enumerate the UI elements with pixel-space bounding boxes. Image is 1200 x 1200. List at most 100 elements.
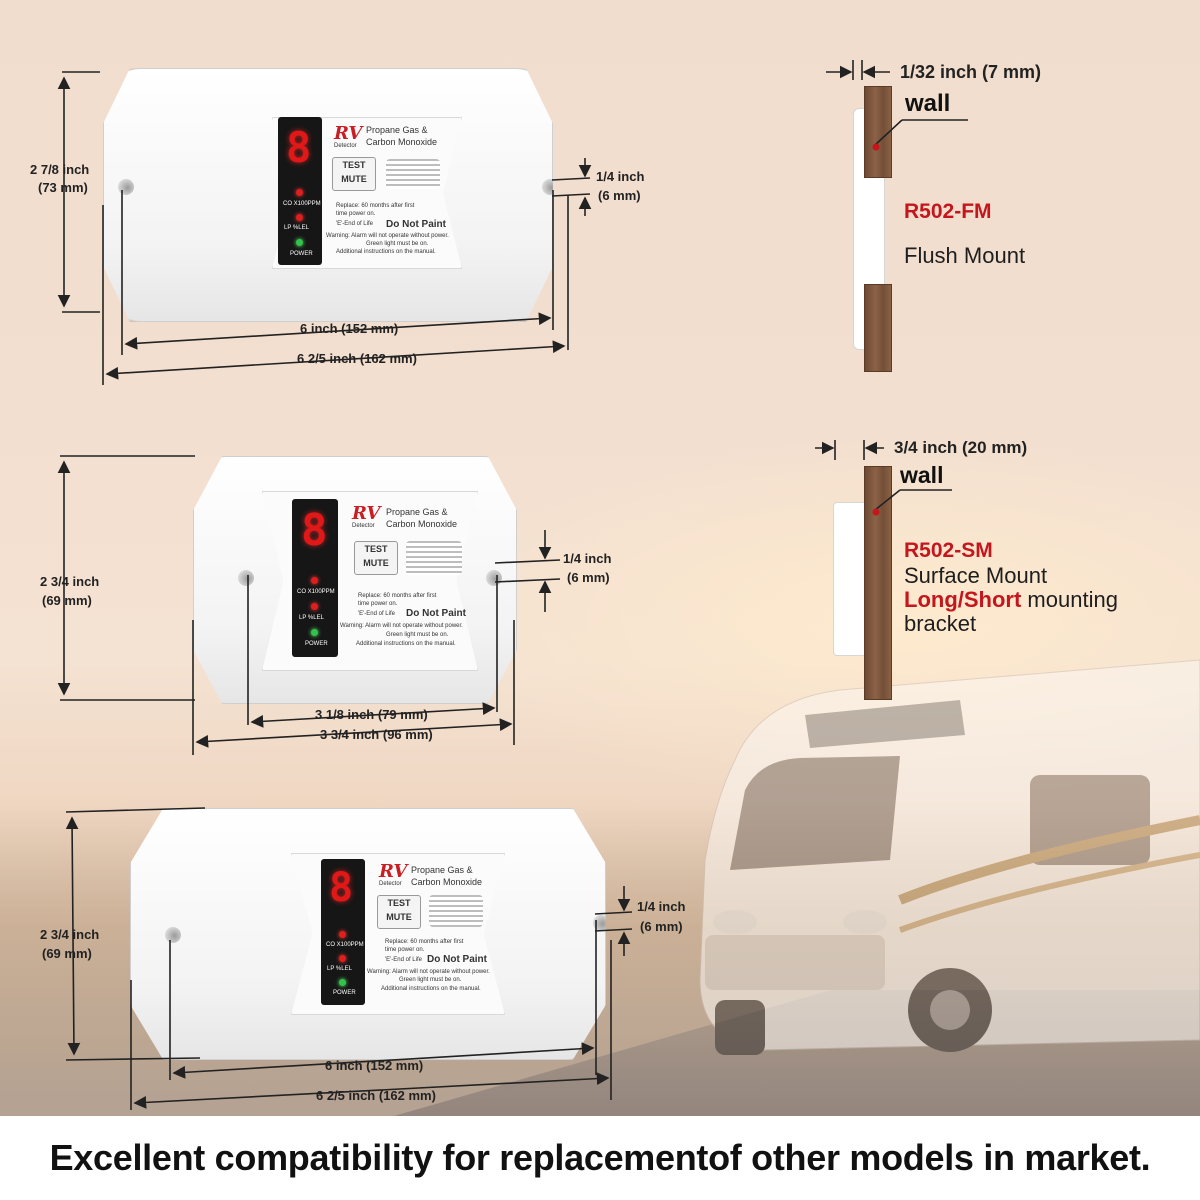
brand-logo: RV — [334, 123, 363, 144]
product-name-2: Carbon Monoxide — [411, 877, 483, 887]
replace-text-2: time power on. — [336, 211, 376, 217]
lp-label: LP %LEL — [299, 615, 324, 621]
lp-label: LP %LEL — [327, 966, 352, 972]
flush-model-label: R502-FM — [904, 200, 992, 223]
co-led — [296, 189, 303, 196]
additional-text: Additional instructions on the manual. — [336, 249, 436, 255]
seven-segment-digit: 8 — [286, 123, 312, 172]
display-panel: 8 CO X100PPM LP %LEL POWER — [321, 859, 365, 1005]
mounting-hole-left — [238, 570, 254, 586]
flush-depth-label: 1/32 inch (7 mm) — [900, 62, 1042, 82]
replace-text: Replace: 60 months after first — [385, 939, 464, 945]
power-led — [311, 629, 318, 636]
top-height-label: 2 7/8 inch — [30, 162, 90, 177]
mute-label: MUTE — [386, 912, 412, 922]
surface-wall — [864, 466, 892, 700]
bracket-rest: mounting — [1021, 587, 1118, 612]
top-hole-offset-mm-label: (6 mm) — [598, 188, 641, 203]
product-name: Propane Gas & — [386, 507, 448, 517]
test-label: TEST — [364, 544, 388, 554]
test-mute-button[interactable]: TEST MUTE — [354, 541, 398, 575]
power-label: POWER — [305, 641, 328, 647]
warning-text-2: Green light must be on. — [386, 632, 449, 638]
replace-text: Replace: 60 months after first — [358, 593, 437, 599]
eol-text: 'E'-End of Life — [385, 957, 422, 963]
lp-led — [339, 955, 346, 962]
replace-text: Replace: 60 months after first — [336, 203, 415, 209]
warning-text-2: Green light must be on. — [366, 241, 429, 247]
surface-mount-detector-side — [833, 502, 867, 656]
test-label: TEST — [387, 898, 411, 908]
co-label: CO X100PPM — [326, 942, 364, 948]
power-led — [296, 239, 303, 246]
speaker-grille — [406, 541, 462, 575]
surface-model-label: R502-SM — [904, 539, 993, 562]
seven-segment-digit: 8 — [329, 865, 354, 911]
display-panel: 8 CO X100PPM LP %LEL POWER — [278, 117, 322, 265]
brand-logo: RV — [379, 861, 408, 882]
mounting-hole-left — [165, 927, 181, 943]
eol-text: 'E'-End of Life — [358, 611, 395, 617]
middle-hole-offset-mm-label: (6 mm) — [567, 570, 610, 585]
additional-text: Additional instructions on the manual. — [381, 986, 481, 992]
do-not-paint-text: Do Not Paint — [427, 954, 487, 965]
bottom-hole-offset-label: 1/4 inch — [637, 899, 686, 914]
power-led — [339, 979, 346, 986]
surface-bracket-end: bracket — [904, 611, 977, 636]
surface-depth-label: 3/4 inch (20 mm) — [894, 438, 1028, 457]
top-hole-offset-label: 1/4 inch — [596, 169, 645, 184]
co-label: CO X100PPM — [297, 589, 335, 595]
top-height-mm-label: (73 mm) — [38, 180, 88, 195]
bottom-hole-offset-mm-label: (6 mm) — [640, 919, 683, 934]
mute-label: MUTE — [363, 558, 389, 568]
product-name: Propane Gas & — [411, 865, 473, 875]
bottom-height-mm-label: (69 mm) — [42, 946, 92, 961]
surface-wall-label: wall — [900, 462, 944, 488]
brand-subtitle: Detector — [352, 523, 375, 529]
warning-text: Warning: Alarm will not operate without … — [367, 969, 490, 975]
replace-text-2: time power on. — [385, 947, 425, 953]
warning-text: Warning: Alarm will not operate without … — [340, 623, 463, 629]
additional-text: Additional instructions on the manual. — [356, 641, 456, 647]
surface-bracket-line: Long/Short mounting — [904, 587, 1118, 613]
footer-band — [0, 1116, 1200, 1200]
bottom-hole-span-label: 6 inch (152 mm) — [325, 1058, 424, 1073]
middle-hole-span-label: 3 1/8 inch (79 mm) — [315, 707, 428, 722]
power-label: POWER — [333, 990, 356, 996]
product-name-2: Carbon Monoxide — [386, 519, 458, 529]
bracket-highlight: Long/Short — [904, 587, 1022, 612]
do-not-paint-text: Do Not Paint — [406, 608, 466, 619]
speaker-grille — [429, 895, 483, 927]
middle-height-label: 2 3/4 inch — [40, 574, 100, 589]
brand-subtitle: Detector — [379, 881, 402, 887]
test-mute-button[interactable]: TEST MUTE — [377, 895, 421, 929]
footer-headline: Excellent compatibility for replacemento… — [49, 1137, 1151, 1178]
replace-text-2: time power on. — [358, 601, 398, 607]
eol-text: 'E'-End of Life — [336, 221, 373, 227]
mounting-hole-right — [542, 179, 553, 195]
lp-led — [311, 603, 318, 610]
surface-type-label: Surface Mount — [904, 563, 1048, 588]
middle-width-label: 3 3/4 inch (96 mm) — [320, 727, 433, 742]
flush-wall-lower — [864, 284, 892, 372]
top-detector-device: 8 CO X100PPM LP %LEL POWER RV Detector P… — [103, 68, 553, 322]
test-mute-button[interactable]: TEST MUTE — [332, 157, 376, 191]
flush-type-label: Flush Mount — [904, 243, 1026, 268]
product-name-2: Carbon Monoxide — [366, 137, 438, 147]
brand-subtitle: Detector — [334, 143, 357, 149]
warning-text-2: Green light must be on. — [399, 977, 462, 983]
product-name: Propane Gas & — [366, 125, 428, 135]
test-label: TEST — [342, 160, 366, 170]
seven-segment-digit: 8 — [301, 505, 328, 556]
middle-height-mm-label: (69 mm) — [42, 593, 92, 608]
middle-detector-device: 8 CO X100PPM LP %LEL POWER RV Detector P… — [193, 456, 517, 704]
middle-hole-offset-label: 1/4 inch — [563, 551, 612, 566]
flush-wall-label: wall — [905, 90, 951, 117]
power-label: POWER — [290, 251, 313, 257]
lp-label: LP %LEL — [284, 225, 309, 231]
brand-logo: RV — [352, 503, 381, 524]
top-hole-span-label: 6 inch (152 mm) — [300, 321, 399, 336]
co-label: CO X100PPM — [283, 201, 321, 207]
